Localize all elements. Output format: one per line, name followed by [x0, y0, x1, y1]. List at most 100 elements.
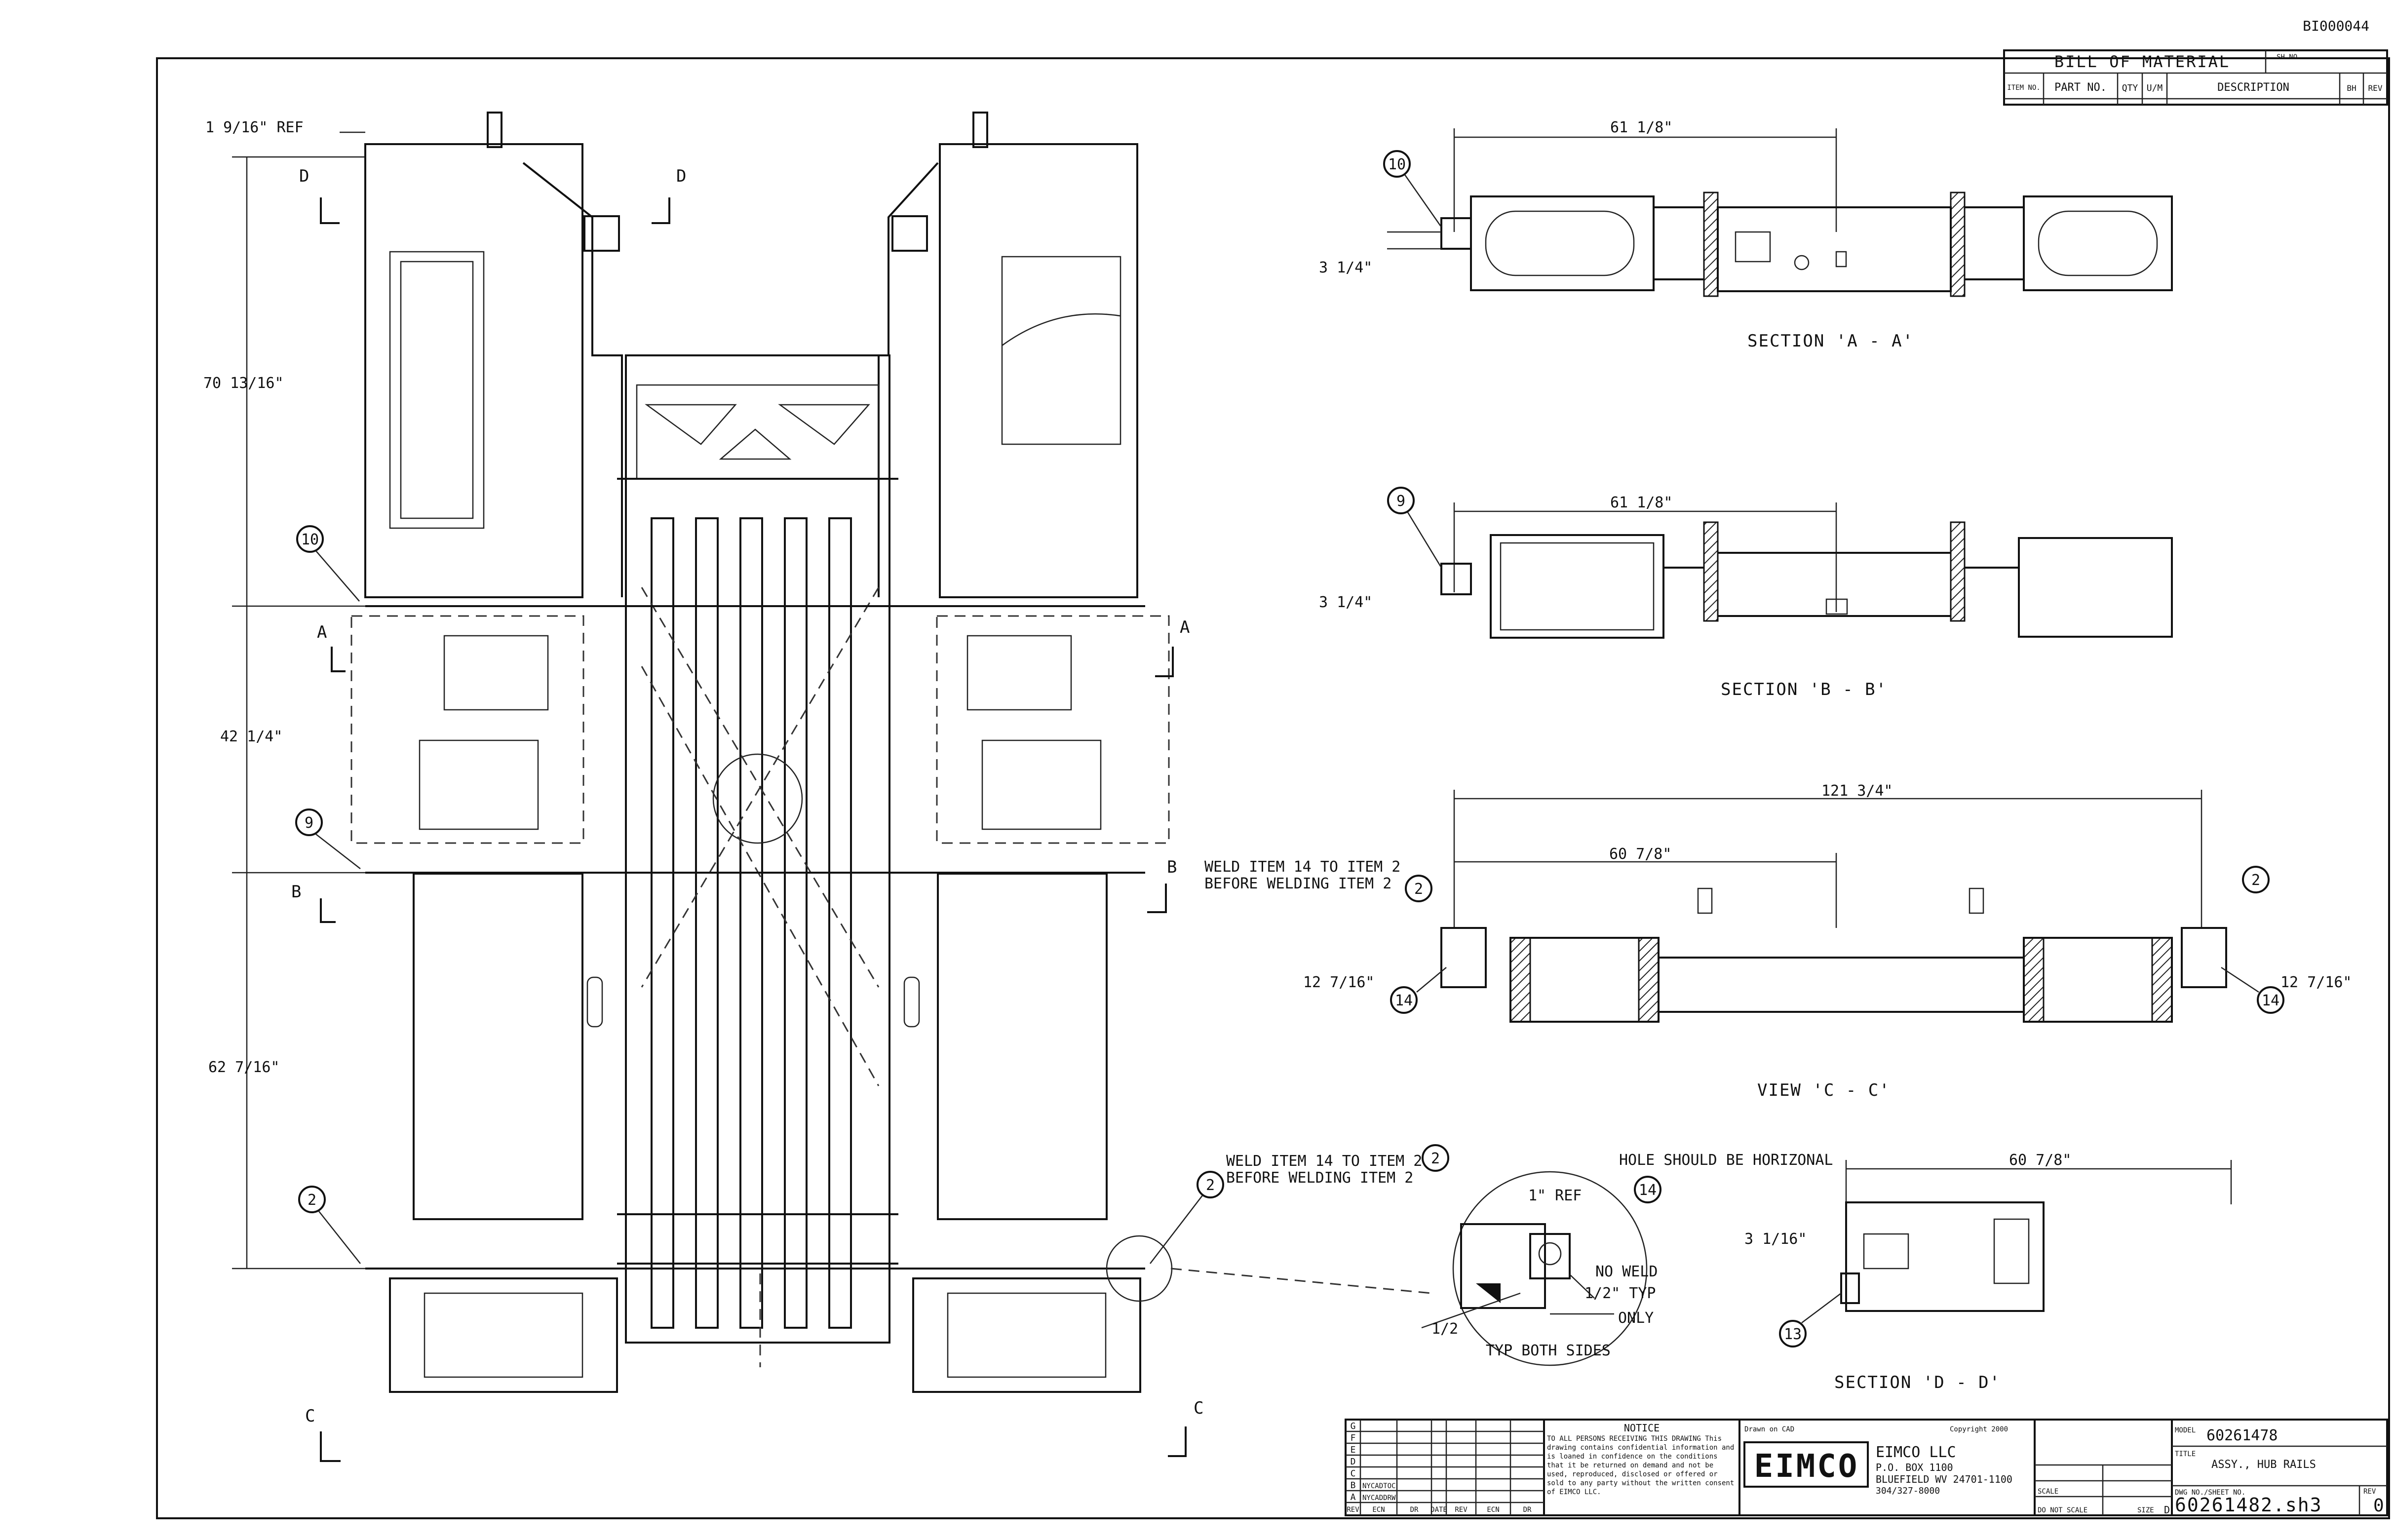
section-marker-b-right: B [1167, 857, 1178, 877]
rev-letter-f: F [1351, 1433, 1356, 1443]
detail-ref: 1" REF [1528, 1187, 1582, 1204]
cc-dim-12-left: 12 7/16" [1303, 974, 1375, 991]
cc-balloon-2-right: 2 [2251, 872, 2260, 889]
bom-header-item: ITEM NO. [2007, 84, 2040, 92]
section-aa: 61 1/8" 3 1/4" 10 SECTION 'A - A' [1319, 119, 2173, 351]
cc-balloon-14-right: 14 [2262, 992, 2279, 1009]
bom-header-bh: BH [2347, 83, 2356, 93]
detail-weld-size: 1/2 [1431, 1320, 1458, 1338]
section-marker-d-right: D [676, 166, 687, 186]
model-label: MODEL [2175, 1426, 2196, 1434]
cc-dim-60-7-8: 60 7/8" [1609, 846, 1671, 863]
detail-typ-both: TYP BOTH SIDES [1486, 1342, 1611, 1359]
rev-col-rev-2: REV [1455, 1506, 1468, 1514]
eimco-logo: EIMCO [1754, 1448, 1859, 1485]
detail-only: ONLY [1618, 1309, 1654, 1327]
cc-dim-12-right: 12 7/16" [2280, 974, 2352, 991]
balloon-2-right: 2 [1206, 1177, 1215, 1194]
balloon-2-left: 2 [308, 1192, 316, 1209]
section-bb: 61 1/8" 3 1/4" 9 SECTION 'B - B' [1319, 487, 2173, 699]
dim-ref: 1 9/16" REF [205, 119, 304, 136]
aa-dim-61: 61 1/8" [1610, 119, 1672, 136]
aa-dim-3-1-4: 3 1/4" [1319, 259, 1372, 276]
rev-col-ecn-2: ECN [1487, 1506, 1499, 1514]
section-marker-a-right: A [1180, 617, 1191, 637]
rev-col-rev: REV [1347, 1506, 1359, 1514]
rev-col-dr: DR [1410, 1506, 1419, 1514]
cc-dim-121: 121 3/4" [1821, 782, 1893, 800]
section-aa-title: SECTION 'A - A' [1747, 331, 1914, 351]
size-value: D [2164, 1504, 2170, 1516]
cc-balloon-2-left: 2 [1414, 881, 1423, 898]
rev-letter-d: D [1351, 1457, 1356, 1467]
bom-header-um: U/M [2147, 83, 2163, 93]
dwg-label: DWG NO./SHEET NO. [2175, 1489, 2245, 1497]
section-bb-title: SECTION 'B - B' [1721, 680, 1887, 699]
title-block: G F E D C B A NYCADTOC NYCADDRW REV ECN … [1345, 1419, 2388, 1516]
company-phone: 304/327-8000 [1876, 1486, 1940, 1496]
balloon-10: 10 [301, 531, 319, 548]
drawing-title: ASSY., HUB RAILS [2211, 1459, 2316, 1471]
section-marker-a-left: A [317, 622, 328, 642]
detail-weld-note-2: BEFORE WELDING ITEM 2 [1226, 1169, 1413, 1187]
bom-header-qty: QTY [2122, 83, 2138, 93]
rev-value: 0 [2373, 1496, 2384, 1516]
notice-text: TO ALL PERSONS RECEIVING THIS DRAWING Th… [1547, 1435, 1735, 1496]
bom-header-part: PART NO. [2054, 81, 2107, 94]
bill-of-material: BILL OF MATERIAL SH NO ITEM NO. PART NO.… [2003, 49, 2388, 106]
rev-row-2: NYCADDRW [1362, 1494, 1396, 1502]
section-marker-b-left: B [291, 882, 302, 902]
detail-typ: 1/2" TYP [1584, 1285, 1656, 1302]
section-marker-c-right: C [1194, 1398, 1204, 1418]
cc-balloon-14-left: 14 [1395, 992, 1413, 1009]
drawing-number: 60261482.sh3 [2175, 1494, 2322, 1516]
rev-letter-c: C [1351, 1468, 1356, 1479]
section-dd: 60 7/8" 3 1/16" 13 SECTION 'D - D' [1744, 1152, 2232, 1392]
detail-balloon-14: 14 [1639, 1182, 1657, 1199]
balloon-9: 9 [305, 814, 313, 832]
notice-title: NOTICE [1624, 1422, 1660, 1434]
aa-balloon-10: 10 [1388, 156, 1406, 173]
rev-label: REV [2363, 1488, 2376, 1496]
detail-no-weld: NO WELD [1595, 1263, 1658, 1280]
cc-weld-note-2: BEFORE WELDING ITEM 2 [1204, 875, 1391, 892]
rev-col-date: DATE [1430, 1506, 1447, 1514]
bom-header-rev: REV [2368, 83, 2383, 93]
section-marker-d-left: D [299, 166, 310, 186]
company-name: EIMCO LLC [1876, 1444, 1956, 1461]
rev-letter-g: G [1351, 1421, 1356, 1431]
dd-dim-60-7-8: 60 7/8" [2009, 1152, 2071, 1169]
plan-view: 1 9/16" REF 70 13/16" 42 1/4" 62 7/16" [203, 112, 1432, 1462]
bb-balloon-9: 9 [1396, 493, 1405, 510]
dim-70-13-16: 70 13/16" [203, 375, 284, 392]
cc-weld-note-1: WELD ITEM 14 TO ITEM 2 [1204, 858, 1400, 876]
model-number: 60261478 [2206, 1427, 2278, 1444]
detail-balloon-2: 2 [1431, 1150, 1440, 1167]
detail-hole-note: HOLE SHOULD BE HORIZONAL [1619, 1152, 1833, 1169]
document-id: BI000044 [2303, 18, 2369, 34]
drawn-on-cad: Drawn on CAD [1744, 1425, 1794, 1433]
bb-dim-61: 61 1/8" [1610, 494, 1672, 511]
size-label: SIZE [2137, 1506, 2154, 1514]
company-address-2: BLUEFIELD WV 24701-1100 [1876, 1473, 2012, 1485]
bom-header-description: DESCRIPTION [2217, 81, 2289, 94]
dim-62-7-16: 62 7/16" [208, 1059, 280, 1076]
bb-dim-3-1-4: 3 1/4" [1319, 594, 1372, 611]
weld-detail: WELD ITEM 14 TO ITEM 2 BEFORE WELDING IT… [1226, 1144, 1833, 1366]
rev-col-ecn: ECN [1372, 1506, 1385, 1514]
dd-balloon-13: 13 [1784, 1326, 1802, 1343]
view-cc-title: VIEW 'C - C' [1757, 1080, 1891, 1100]
scale-label: SCALE [2038, 1488, 2058, 1496]
view-cc: 121 3/4" 60 7/8" 12 7/16" 12 7/16" WELD … [1204, 782, 2352, 1100]
copyright: Copyright 2000 [1950, 1425, 2008, 1433]
rev-letter-e: E [1351, 1445, 1356, 1455]
section-dd-title: SECTION 'D - D' [1834, 1373, 2001, 1392]
bom-sheet-label: SH NO [2277, 53, 2297, 61]
rev-letter-b: B [1351, 1480, 1356, 1491]
section-marker-c-left: C [305, 1406, 316, 1426]
rev-letter-a: A [1351, 1492, 1356, 1502]
dd-dim-3-1-16: 3 1/16" [1744, 1231, 1807, 1248]
rev-col-dr-2: DR [1523, 1506, 1532, 1514]
